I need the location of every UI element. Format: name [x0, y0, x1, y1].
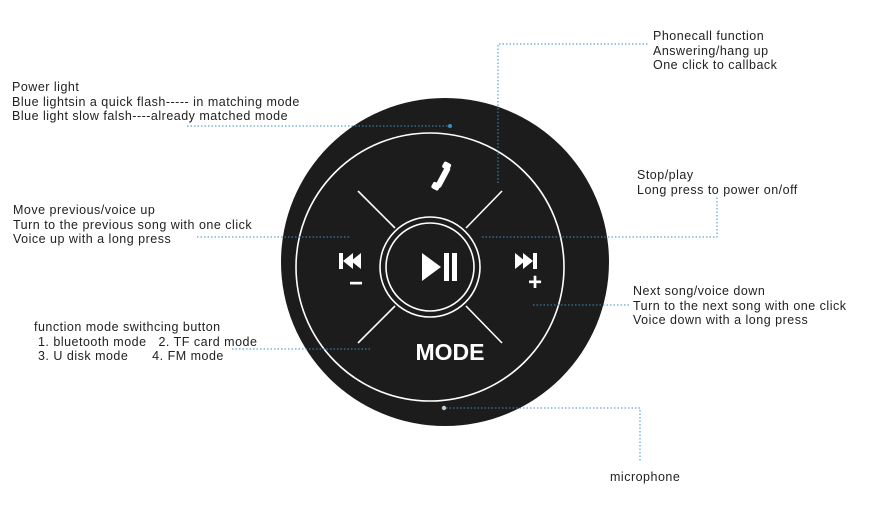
annotation-stop-play: Stop/play Long press to power on/off [637, 168, 798, 197]
annotation-microphone: microphone [610, 470, 680, 485]
annotation-power-light: Power light Blue lightsin a quick flash-… [12, 80, 300, 124]
annotation-line: Turn to the next song with one click [633, 298, 847, 313]
annotation-line: One click to callback [653, 58, 778, 72]
annotation-line: Blue lightsin a quick flash----- in matc… [12, 94, 300, 109]
microphone-hole [441, 405, 447, 411]
annotation-phonecall: Phonecall function Answering/hang up One… [653, 29, 777, 73]
annotation-line: microphone [610, 470, 681, 484]
outer-ring [295, 132, 565, 402]
power-light-dot [448, 124, 452, 128]
divider-top-left [357, 190, 396, 229]
leader-phonecall [497, 43, 648, 183]
annotation-mode: function mode swithcing button 1. blueto… [34, 320, 257, 364]
annotation-next: Next song/voice down Turn to the next so… [633, 284, 846, 328]
center-ring-outer [379, 216, 481, 318]
annotation-line: Blue light slow falsh----already matched… [12, 109, 289, 123]
divider-bottom-left [357, 305, 396, 344]
annotation-line: 3. U disk mode 4. FM mode [34, 349, 224, 363]
annotation-line: Voice up with a long press [13, 232, 172, 246]
annotation-line: Phonecall function [653, 29, 765, 43]
minus-label: − [349, 270, 363, 297]
divider-top-right [465, 190, 503, 229]
play-pause-icon [422, 253, 457, 281]
annotation-line: 1. bluetooth mode 2. TF card mode [34, 334, 258, 349]
annotation-line: Move previous/voice up [13, 203, 156, 217]
leader-microphone [446, 407, 641, 462]
phone-handset-icon [431, 161, 452, 191]
leader-stop-play [482, 197, 718, 238]
annotation-line: Answering/hang up [653, 43, 769, 58]
annotation-line: Voice down with a long press [633, 313, 809, 327]
annotation-previous: Move previous/voice up Turn to the previ… [13, 203, 252, 247]
annotation-line: Next song/voice down [633, 284, 766, 298]
annotation-line: Turn to the previous song with one click [13, 217, 253, 232]
annotation-line: Stop/play [637, 168, 694, 182]
next-track-icon [515, 253, 537, 269]
annotation-line: Power light [12, 80, 80, 94]
mode-label: MODE [416, 339, 485, 365]
plus-label: + [528, 269, 542, 296]
annotation-line: function mode swithcing button [34, 320, 221, 334]
divider-bottom-right [465, 305, 503, 344]
annotation-line: Long press to power on/off [637, 182, 798, 197]
previous-track-icon [339, 253, 361, 269]
